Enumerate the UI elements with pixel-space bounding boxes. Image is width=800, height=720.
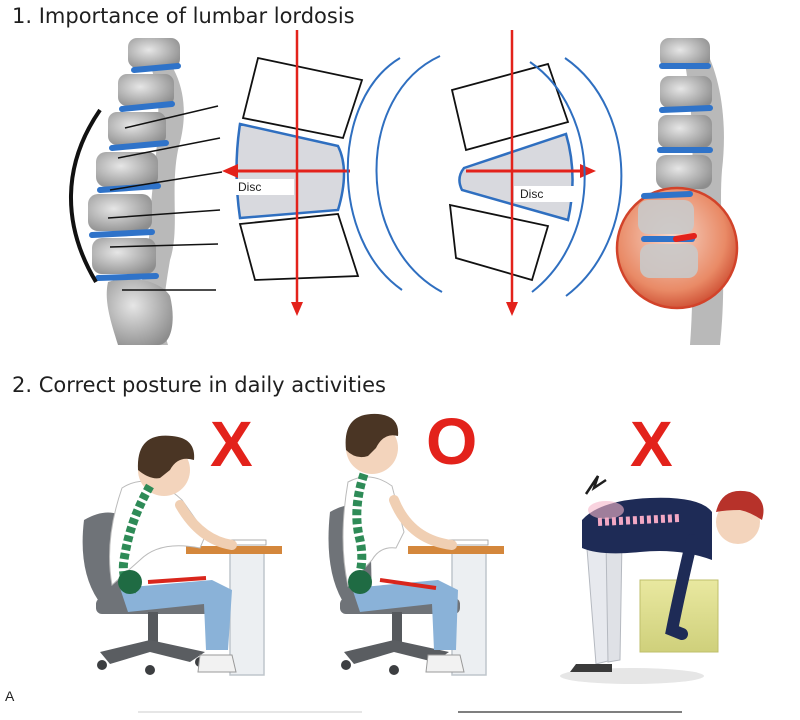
disc-label-left: Disc bbox=[232, 179, 294, 195]
section-title-posture: 2. Correct posture in daily activities bbox=[12, 373, 386, 397]
spine-right-illustration bbox=[615, 38, 739, 345]
posture-mark-incorrect-sitting: X bbox=[210, 408, 253, 480]
figure-bending-lift bbox=[560, 475, 764, 684]
figure-slouched-sitting bbox=[82, 435, 282, 676]
panel-label: A bbox=[5, 688, 15, 704]
posture-mark-incorrect-lifting: X bbox=[630, 408, 673, 480]
figure-correct-sitting bbox=[328, 413, 504, 676]
disc-label-right: Disc bbox=[514, 186, 576, 202]
disc-diagram-lordotic bbox=[222, 30, 443, 316]
section-title-lordosis: 1. Importance of lumbar lordosis bbox=[12, 4, 355, 28]
spine-left-illustration bbox=[69, 38, 223, 345]
disc-diagram-flattened bbox=[448, 30, 623, 316]
posture-mark-correct-sitting: O bbox=[426, 404, 478, 478]
